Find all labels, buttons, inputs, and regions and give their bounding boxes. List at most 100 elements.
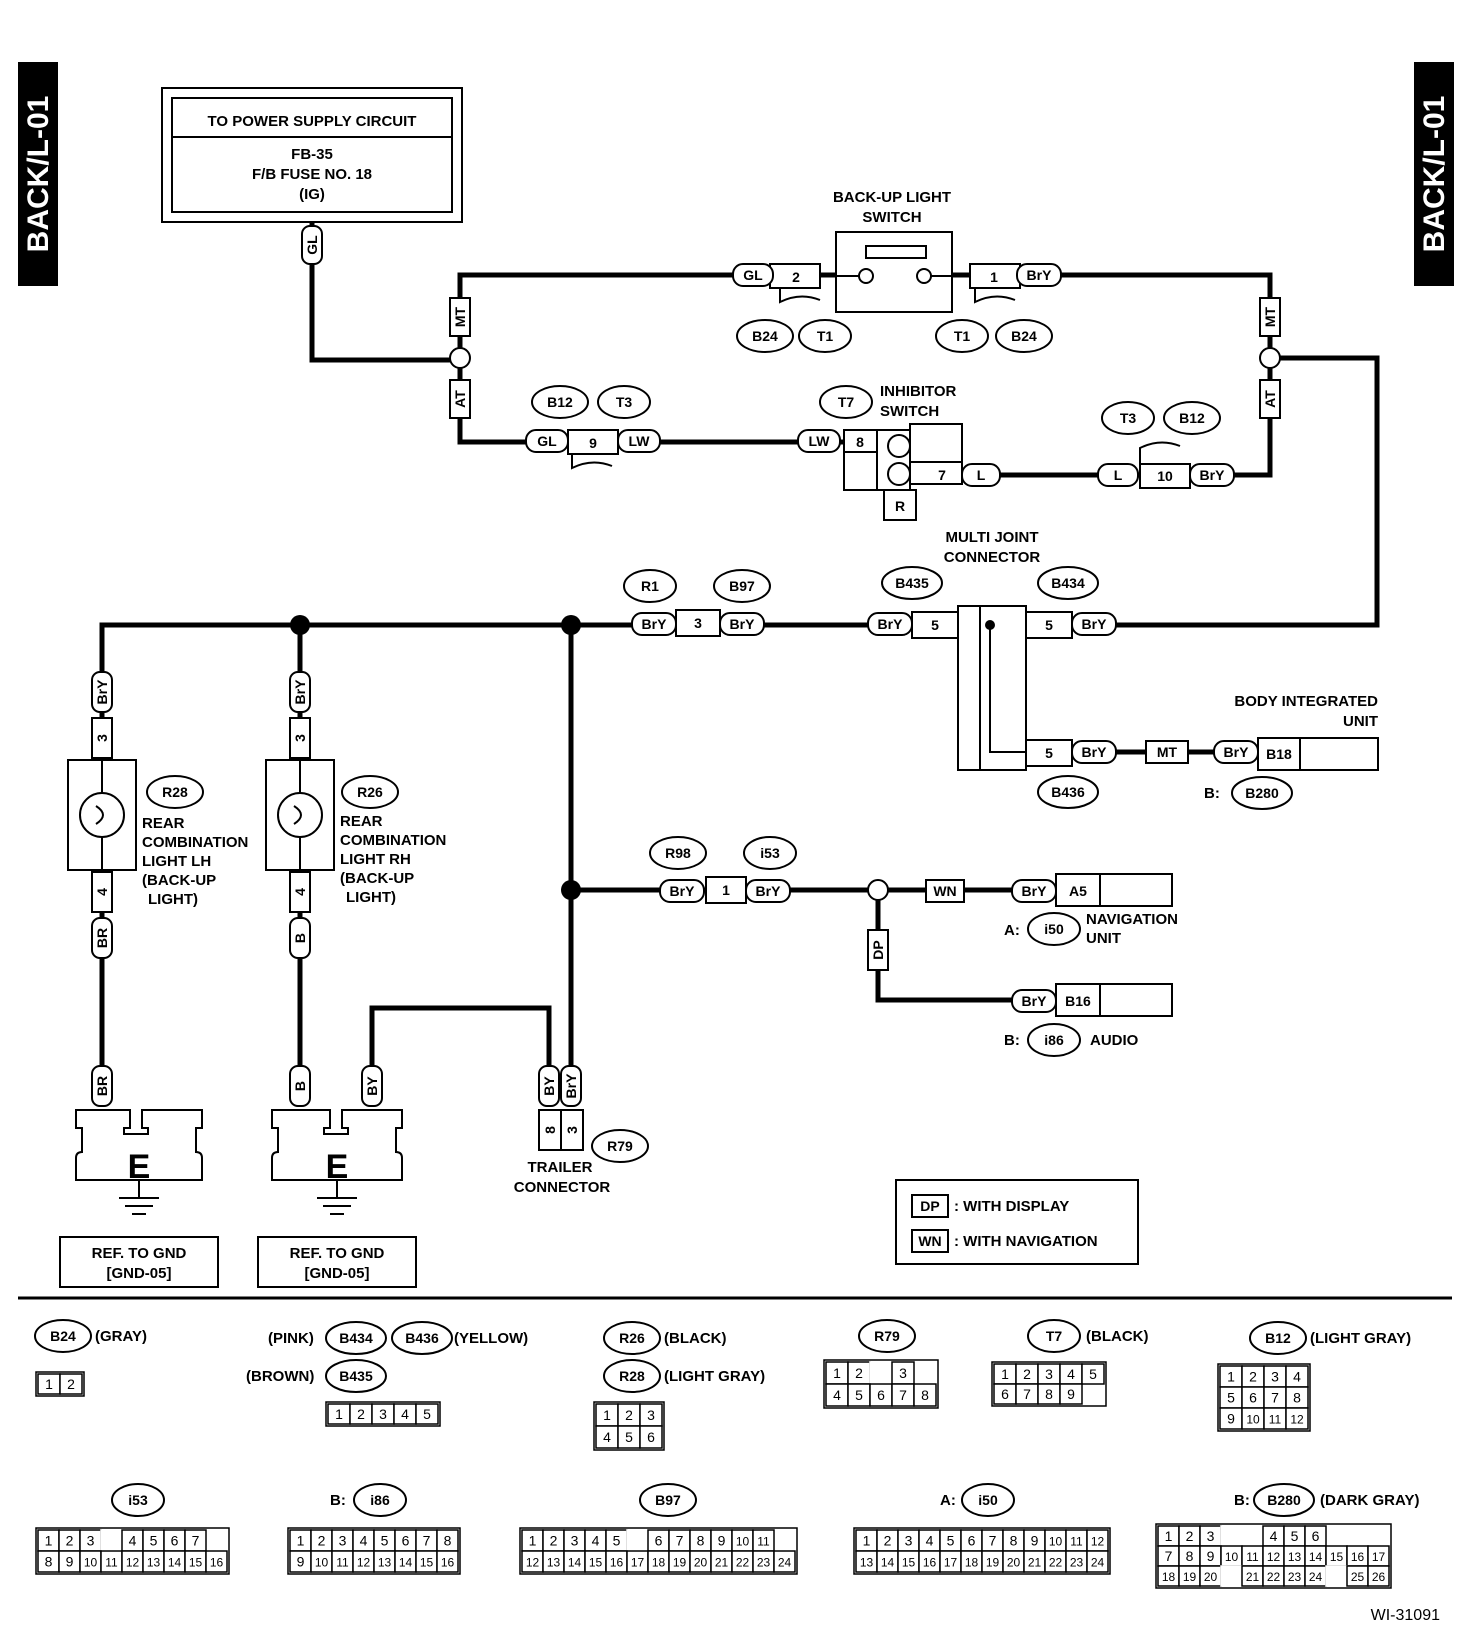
wire-r: R: [895, 498, 905, 514]
svg-text:LIGHT): LIGHT): [346, 889, 396, 906]
svg-text:B435: B435: [895, 575, 929, 591]
svg-text:B436: B436: [405, 1330, 439, 1346]
multi-joint-connector: MULTI JOINT CONNECTOR 5 5 5: [911, 529, 1073, 771]
face-cell: [773, 1550, 796, 1573]
svg-text:E: E: [326, 1148, 349, 1186]
svg-text:R26: R26: [619, 1330, 645, 1346]
face-pin-label: 4: [603, 1429, 611, 1445]
svg-text:B280: B280: [1245, 785, 1279, 801]
branch-circle: [1259, 347, 1281, 369]
face-pin-label: 24: [1091, 1556, 1105, 1570]
face-pin-label: 7: [989, 1533, 997, 1549]
svg-text:REAR: REAR: [340, 813, 383, 830]
connector-pin-10: 10: [1139, 441, 1191, 489]
face-outline: [519, 1527, 798, 1575]
svg-text:R1: R1: [641, 578, 659, 594]
wire-tag-gl: GL: [732, 263, 774, 287]
svg-text:BY: BY: [364, 1076, 380, 1096]
face-pin-label: 5: [1227, 1390, 1235, 1406]
svg-text:B280: B280: [1267, 1492, 1301, 1508]
face-pin-label: 23: [1288, 1570, 1302, 1584]
face-pin-label: 11: [1269, 1413, 1282, 1427]
side-tab-right-label: BACK/L-01: [1418, 96, 1451, 253]
face-header-i50: A:i50: [940, 1483, 1015, 1517]
face-pin-label: 6: [877, 1387, 885, 1403]
svg-text:BrY: BrY: [94, 679, 110, 705]
face-pin-label: 1: [335, 1406, 343, 1422]
vertical-tag-br: BR: [91, 917, 113, 959]
svg-text:(LIGHT GRAY): (LIGHT GRAY): [664, 1368, 765, 1385]
svg-text:9: 9: [589, 435, 597, 451]
face-pin-label: 2: [1023, 1366, 1031, 1382]
wire-tag-mt: MT: [1145, 740, 1189, 764]
power-supply-box: TO POWER SUPPLY CIRCUIT FB-35 F/B FUSE N…: [161, 87, 463, 223]
svg-text:B24: B24: [1011, 328, 1037, 344]
face-pin-label: 24: [1309, 1570, 1323, 1584]
face-pin-label: 15: [420, 1556, 434, 1570]
svg-text:(LIGHT GRAY): (LIGHT GRAY): [1310, 1330, 1411, 1347]
vertical-tag-br: BR: [91, 1065, 113, 1107]
face-pin-label: 4: [833, 1387, 841, 1403]
svg-text:B97: B97: [729, 578, 755, 594]
vertical-tag-b: B: [289, 917, 311, 959]
ref-t1: T1: [935, 319, 989, 353]
face-pin-label: 11: [1246, 1550, 1259, 1564]
face-header-b12: B12(LIGHT GRAY): [1249, 1321, 1411, 1355]
face-outline: [35, 1527, 230, 1575]
svg-text:B435: B435: [339, 1368, 373, 1384]
svg-text:B436: B436: [1051, 784, 1085, 800]
face-pin-label: 1: [603, 1407, 611, 1423]
face-pin-label: 7: [899, 1387, 907, 1403]
face-pin-label: 3: [379, 1406, 387, 1422]
svg-text:BrY: BrY: [292, 679, 308, 705]
face-pin-label: 20: [1204, 1570, 1218, 1584]
vertical-tag-bry: BrY: [289, 671, 311, 713]
svg-text:BODY INTEGRATED: BODY INTEGRATED: [1234, 693, 1378, 710]
face-pin-label: 10: [736, 1535, 750, 1549]
face-pin-label: 10: [315, 1556, 329, 1570]
svg-text:10: 10: [1157, 468, 1173, 484]
gnd-ref-box-lh: REF. TO GND [GND-05]: [59, 1236, 219, 1288]
face-pin-label: 14: [1309, 1550, 1323, 1564]
svg-text:T7: T7: [1046, 1328, 1063, 1344]
svg-text:B434: B434: [339, 1330, 373, 1346]
power-supply-ig: (IG): [299, 186, 325, 203]
svg-text:(BACK-UP: (BACK-UP: [142, 872, 216, 889]
svg-text:NAVIGATION: NAVIGATION: [1086, 911, 1178, 928]
face-pin-label: 4: [592, 1533, 600, 1549]
face-pin-label: 16: [1351, 1550, 1365, 1564]
ground-block-rh: E: [271, 1109, 403, 1215]
vertical-tag-by: BY: [538, 1065, 560, 1107]
svg-text:3: 3: [564, 1126, 580, 1134]
svg-text:R26: R26: [357, 784, 383, 800]
face-outline: [325, 1401, 441, 1427]
svg-text:4: 4: [94, 888, 110, 896]
face-pin-label: 16: [610, 1556, 624, 1570]
face-pin-label: 2: [550, 1533, 558, 1549]
power-supply-title: TO POWER SUPPLY CIRCUIT: [208, 113, 417, 130]
svg-text:L: L: [977, 467, 986, 483]
gnd-ref-box-rh: REF. TO GND [GND-05]: [257, 1236, 417, 1288]
wire-tag-bry: BrY: [1071, 740, 1117, 764]
face-pin-label: 14: [168, 1556, 182, 1570]
svg-text:AT: AT: [452, 390, 468, 408]
svg-text:COMBINATION: COMBINATION: [142, 834, 248, 851]
face-pin-label: 1: [45, 1533, 53, 1549]
svg-text:INHIBITOR: INHIBITOR: [880, 383, 957, 400]
face-pin-label: 18: [965, 1556, 979, 1570]
ref-r98: R98: [649, 836, 707, 870]
face-pin-label: 20: [694, 1556, 708, 1570]
face-pin-label: 3: [647, 1407, 655, 1423]
face-pin-label: 10: [1246, 1413, 1260, 1427]
wire-tag-bry: BrY: [1016, 263, 1062, 287]
power-supply-fuse: F/B FUSE NO. 18: [252, 166, 372, 183]
face-pin-label: 5: [423, 1406, 431, 1422]
svg-text:GL: GL: [743, 267, 763, 283]
svg-text:BrY: BrY: [1027, 267, 1053, 283]
svg-text:REAR: REAR: [142, 815, 185, 832]
face-outline: [1155, 1523, 1392, 1589]
